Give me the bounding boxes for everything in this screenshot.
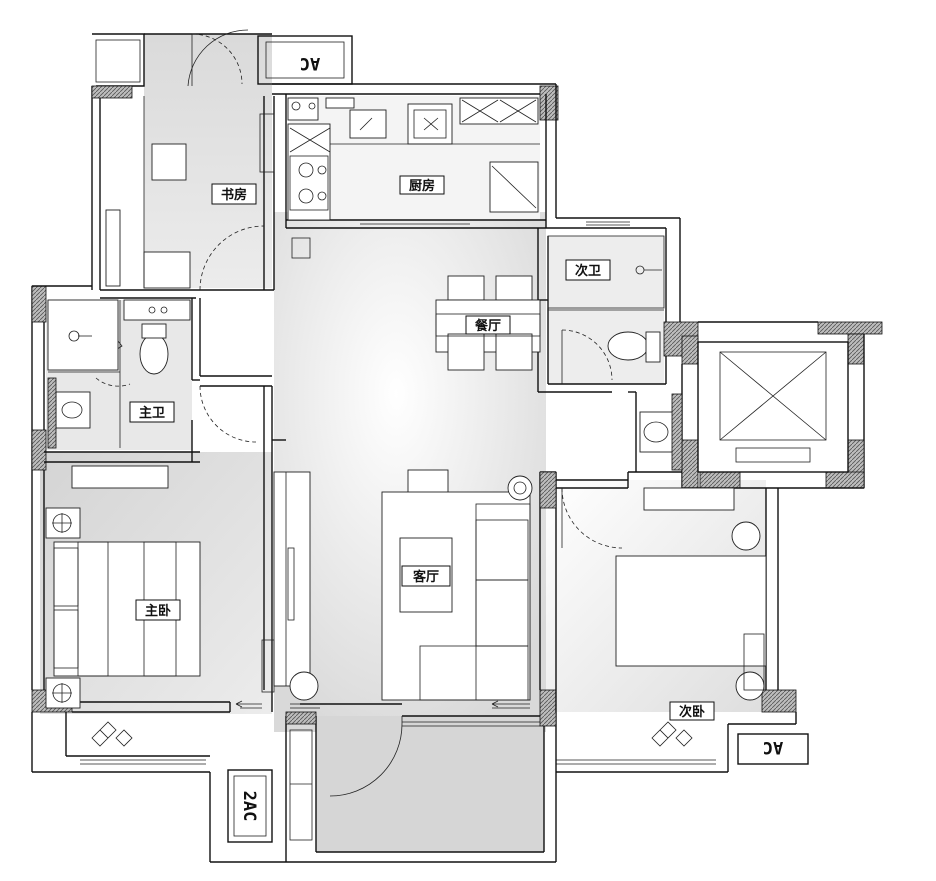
room-label-master-bedroom: 主卧	[145, 603, 171, 619]
ac-label-right: AC	[763, 737, 783, 757]
room-label-dining: 餐厅	[474, 318, 501, 334]
room-label-study: 书房	[221, 187, 247, 203]
room-label-second-bedroom: 次卧	[679, 704, 705, 720]
walls	[31, 33, 883, 863]
ac-labels: AC AC 2AC	[239, 53, 783, 821]
room-label-second-bath: 次卫	[575, 263, 601, 279]
room-label-master-bath: 主卫	[139, 405, 165, 421]
room-labels: 书房 厨房 餐厅 次卫 主卫 主卧 客厅 次卧	[129, 175, 715, 721]
ac-label-bottom: 2AC	[239, 791, 259, 822]
room-label-living: 客厅	[413, 569, 439, 585]
room-label-kitchen: 厨房	[409, 178, 435, 194]
ac-label-top: AC	[300, 53, 320, 73]
furniture	[45, 96, 767, 841]
